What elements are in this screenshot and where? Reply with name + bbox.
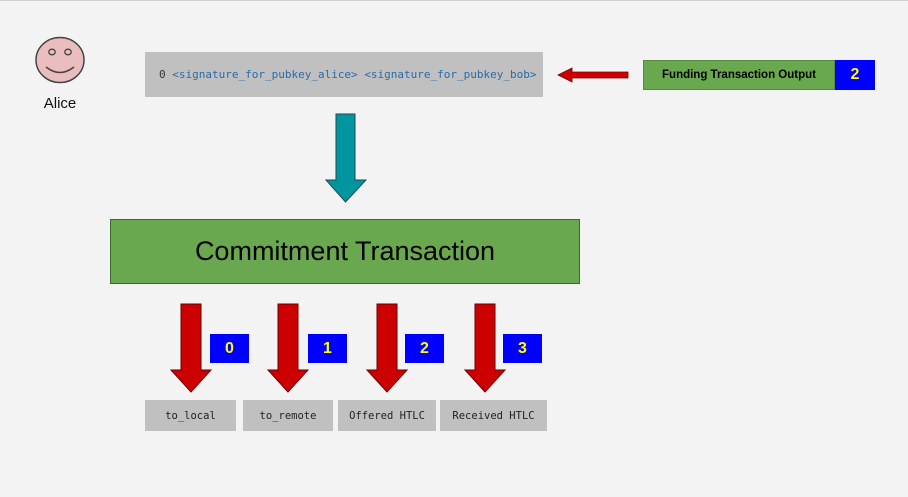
- commitment-transaction-box: Commitment Transaction: [110, 219, 580, 284]
- output-arrow-1: [266, 303, 310, 393]
- output-index-2: 2: [405, 334, 444, 363]
- signature-alice: <signature_for_pubkey_alice>: [172, 68, 358, 81]
- output-arrow-3: [463, 303, 507, 393]
- output-label-received-htlc: Received HTLC: [440, 400, 547, 431]
- top-border: [0, 0, 908, 1]
- output-arrow-0: [169, 303, 213, 393]
- output-label-offered-htlc: Offered HTLC: [338, 400, 436, 431]
- signature-bob: <signature_for_pubkey_bob>: [364, 68, 537, 81]
- alice-label: Alice: [43, 95, 77, 112]
- witness-signatures-box: 0 <signature_for_pubkey_alice> <signatur…: [145, 52, 543, 97]
- output-index-3: 3: [503, 334, 542, 363]
- output-arrow-2: [365, 303, 409, 393]
- output-label-to-local: to_local: [145, 400, 236, 431]
- output-index-0: 0: [210, 334, 249, 363]
- smiley-face-icon: [35, 36, 85, 84]
- witness-to-commitment-arrow: [324, 113, 368, 203]
- witness-prefix: 0: [159, 68, 166, 81]
- funding-output-label: Funding Transaction Output: [643, 60, 835, 90]
- funding-to-witness-arrow: [557, 67, 629, 83]
- output-index-1: 1: [308, 334, 347, 363]
- output-label-to-remote: to_remote: [243, 400, 333, 431]
- funding-output-index: 2: [835, 60, 875, 90]
